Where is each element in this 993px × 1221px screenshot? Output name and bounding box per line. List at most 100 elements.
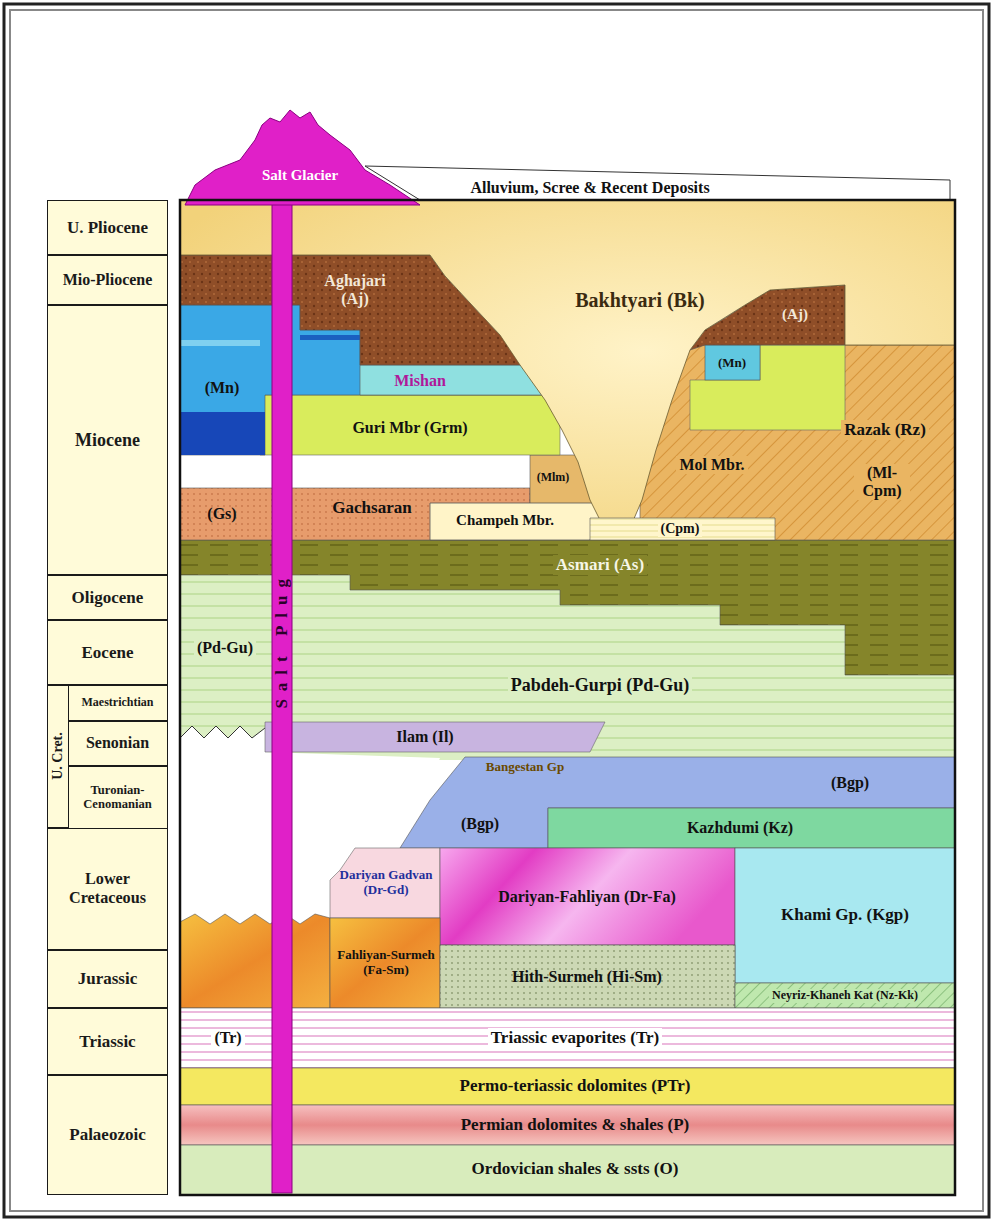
formation-unit: Mol Mbr. <box>676 456 747 474</box>
inner-frame <box>10 10 983 1211</box>
formation-unit: (Mlm) <box>537 471 570 485</box>
period-box: Eocene <box>47 620 168 685</box>
formation-unit: (Tr) <box>211 1029 244 1047</box>
formation-name: (Mn) <box>205 379 240 396</box>
alluvium-band: Alluvium, Scree & Recent Deposits <box>470 179 709 197</box>
formation-unit: Dariyan-Fahliyan (Dr-Fa) <box>498 888 676 906</box>
period-box: Miocene <box>47 305 168 575</box>
outer-frame <box>4 4 989 1217</box>
period-box: Senonian <box>68 721 168 766</box>
formation-unit: Guri Mbr (Grm) <box>352 419 467 437</box>
formation-name: (Tr) <box>214 1029 241 1046</box>
formation-name: Fahliyan-Surmeh (Fa-Sm) <box>337 947 435 977</box>
period-box: Palaeozoic <box>47 1075 168 1195</box>
period-name: Lower Cretaceous <box>48 870 167 907</box>
formation-unit: Permo-teriassic dolomites (PTr) <box>460 1076 691 1096</box>
mishan-dark-layer <box>180 412 265 455</box>
time-column <box>47 200 168 1195</box>
kazhdumi-layer <box>548 808 955 848</box>
bakhtyari-layer <box>180 200 955 536</box>
formation-unit: Fahliyan-Surmeh (Fa-Sm) <box>334 948 439 978</box>
period-box: Oligocene <box>47 575 168 620</box>
mishan-layer <box>705 345 760 380</box>
formation-unit: Razak (Rz) <box>841 420 929 440</box>
formation-name: (Pd-Gu) <box>197 639 253 656</box>
formation-unit: Hith-Surmeh (Hi-Sm) <box>512 968 662 986</box>
period-name: Palaeozoic <box>69 1125 145 1145</box>
formation-unit: Pabdeh-Gurpi (Pd-Gu) <box>508 675 693 696</box>
formation-name: Champeh Mbr. <box>456 512 554 528</box>
period-name: Oligocene <box>72 588 144 608</box>
ordovician-layer <box>180 1145 955 1195</box>
formation-unit: (Gs) <box>207 505 236 523</box>
formation-name: Ordovician shales & ssts (O) <box>472 1159 679 1178</box>
dariyan-fahliyan-layer <box>440 848 735 945</box>
salt-glacier: Salt Glacier <box>262 167 338 184</box>
formation-unit: Bakhtyari (Bk) <box>575 289 704 312</box>
formation-name: Permian dolomites & shales (P) <box>461 1115 690 1134</box>
formation-name: (Ml-Cpm) <box>862 464 901 499</box>
formation-name: Pabdeh-Gurpi (Pd-Gu) <box>511 675 690 695</box>
formation-name: Salt Plug <box>272 571 291 709</box>
mishan-streak <box>180 340 260 346</box>
formation-unit: (Mn) <box>718 356 746 371</box>
formation-unit: Triassic evaporites (Tr) <box>488 1028 662 1048</box>
formation-name: Asmari (As) <box>556 555 644 574</box>
period-name: Triassic <box>79 1032 135 1052</box>
formation-name: (Gs) <box>207 505 236 522</box>
hith-surmeh-layer <box>440 945 735 1008</box>
unconformity-line <box>180 726 265 738</box>
period-box: Maestrichtian <box>68 685 168 721</box>
formation-unit: Khami Gp. (Kgp) <box>781 905 909 925</box>
period-box: Lower Cretaceous <box>47 828 168 950</box>
formation-name: Khami Gp. (Kgp) <box>781 905 909 924</box>
formation-name: Guri Mbr (Grm) <box>352 419 467 436</box>
group-label: Bangestan Gp <box>486 759 564 775</box>
bangestan-layer <box>400 757 955 848</box>
period-box: Turonian-Cenomanian <box>68 766 168 829</box>
formation-unit: (Cpm) <box>658 521 703 537</box>
champeh-layer <box>430 503 600 540</box>
formation-unit: (Pd-Gu) <box>194 639 256 657</box>
formation-unit: (Mn) <box>205 379 240 397</box>
formation-name: Mishan <box>394 372 446 389</box>
formation-name: Bakhtyari (Bk) <box>575 289 704 311</box>
razak-layer <box>640 345 955 540</box>
formation-name: Dariyan Gadvan (Dr-Gd) <box>340 867 433 897</box>
formation-name: Neyriz-Khaneh Kat (Nz-Kk) <box>772 988 918 1002</box>
formation-unit: Mishan <box>394 372 446 390</box>
formation-unit: Ilam (Il) <box>396 728 453 746</box>
pabdeh-gurpi-layer <box>180 540 955 760</box>
period-name: Jurassic <box>78 969 138 989</box>
formation-name: Triassic evaporites (Tr) <box>491 1028 659 1047</box>
period-name: Maestrichtian <box>82 696 154 710</box>
period-box: Mio-Pliocene <box>47 255 168 305</box>
formation-name: (Aj) <box>782 306 808 322</box>
formation-unit: Gachsaran <box>332 498 411 518</box>
period-box: U. Pliocene <box>47 200 168 255</box>
formation-name: Razak (Rz) <box>844 420 926 439</box>
period-name: U. Pliocene <box>67 218 148 238</box>
section-ground <box>180 200 955 1195</box>
period-box: Jurassic <box>47 950 168 1008</box>
neyriz-layer <box>735 983 955 1008</box>
formation-unit: Kazhdumi (Kz) <box>687 819 793 837</box>
formation-name: Alluvium, Scree & Recent Deposits <box>470 179 709 196</box>
formation-name: Gachsaran <box>332 498 411 517</box>
formation-unit: Aghajari (Aj) <box>310 272 400 309</box>
period-name: U. Cret. <box>50 732 66 780</box>
fahliyan-surmeh-layer <box>330 918 440 1008</box>
period-name: Eocene <box>82 643 134 663</box>
formation-unit: (Ml-Cpm) <box>854 464 910 501</box>
formation-unit: Champeh Mbr. <box>456 512 554 529</box>
mishan-streak <box>300 335 360 340</box>
formation-name: (Bgp) <box>831 774 869 791</box>
salt-plug: Salt Plug <box>272 571 292 709</box>
triassic-layer <box>180 1008 955 1068</box>
formation-name: Dariyan-Fahliyan (Dr-Fa) <box>498 888 676 905</box>
permo-triassic-layer <box>180 1068 955 1105</box>
period-name: Miocene <box>75 430 140 451</box>
ilam-layer <box>265 722 605 752</box>
formation-name: Kazhdumi (Kz) <box>687 819 793 836</box>
